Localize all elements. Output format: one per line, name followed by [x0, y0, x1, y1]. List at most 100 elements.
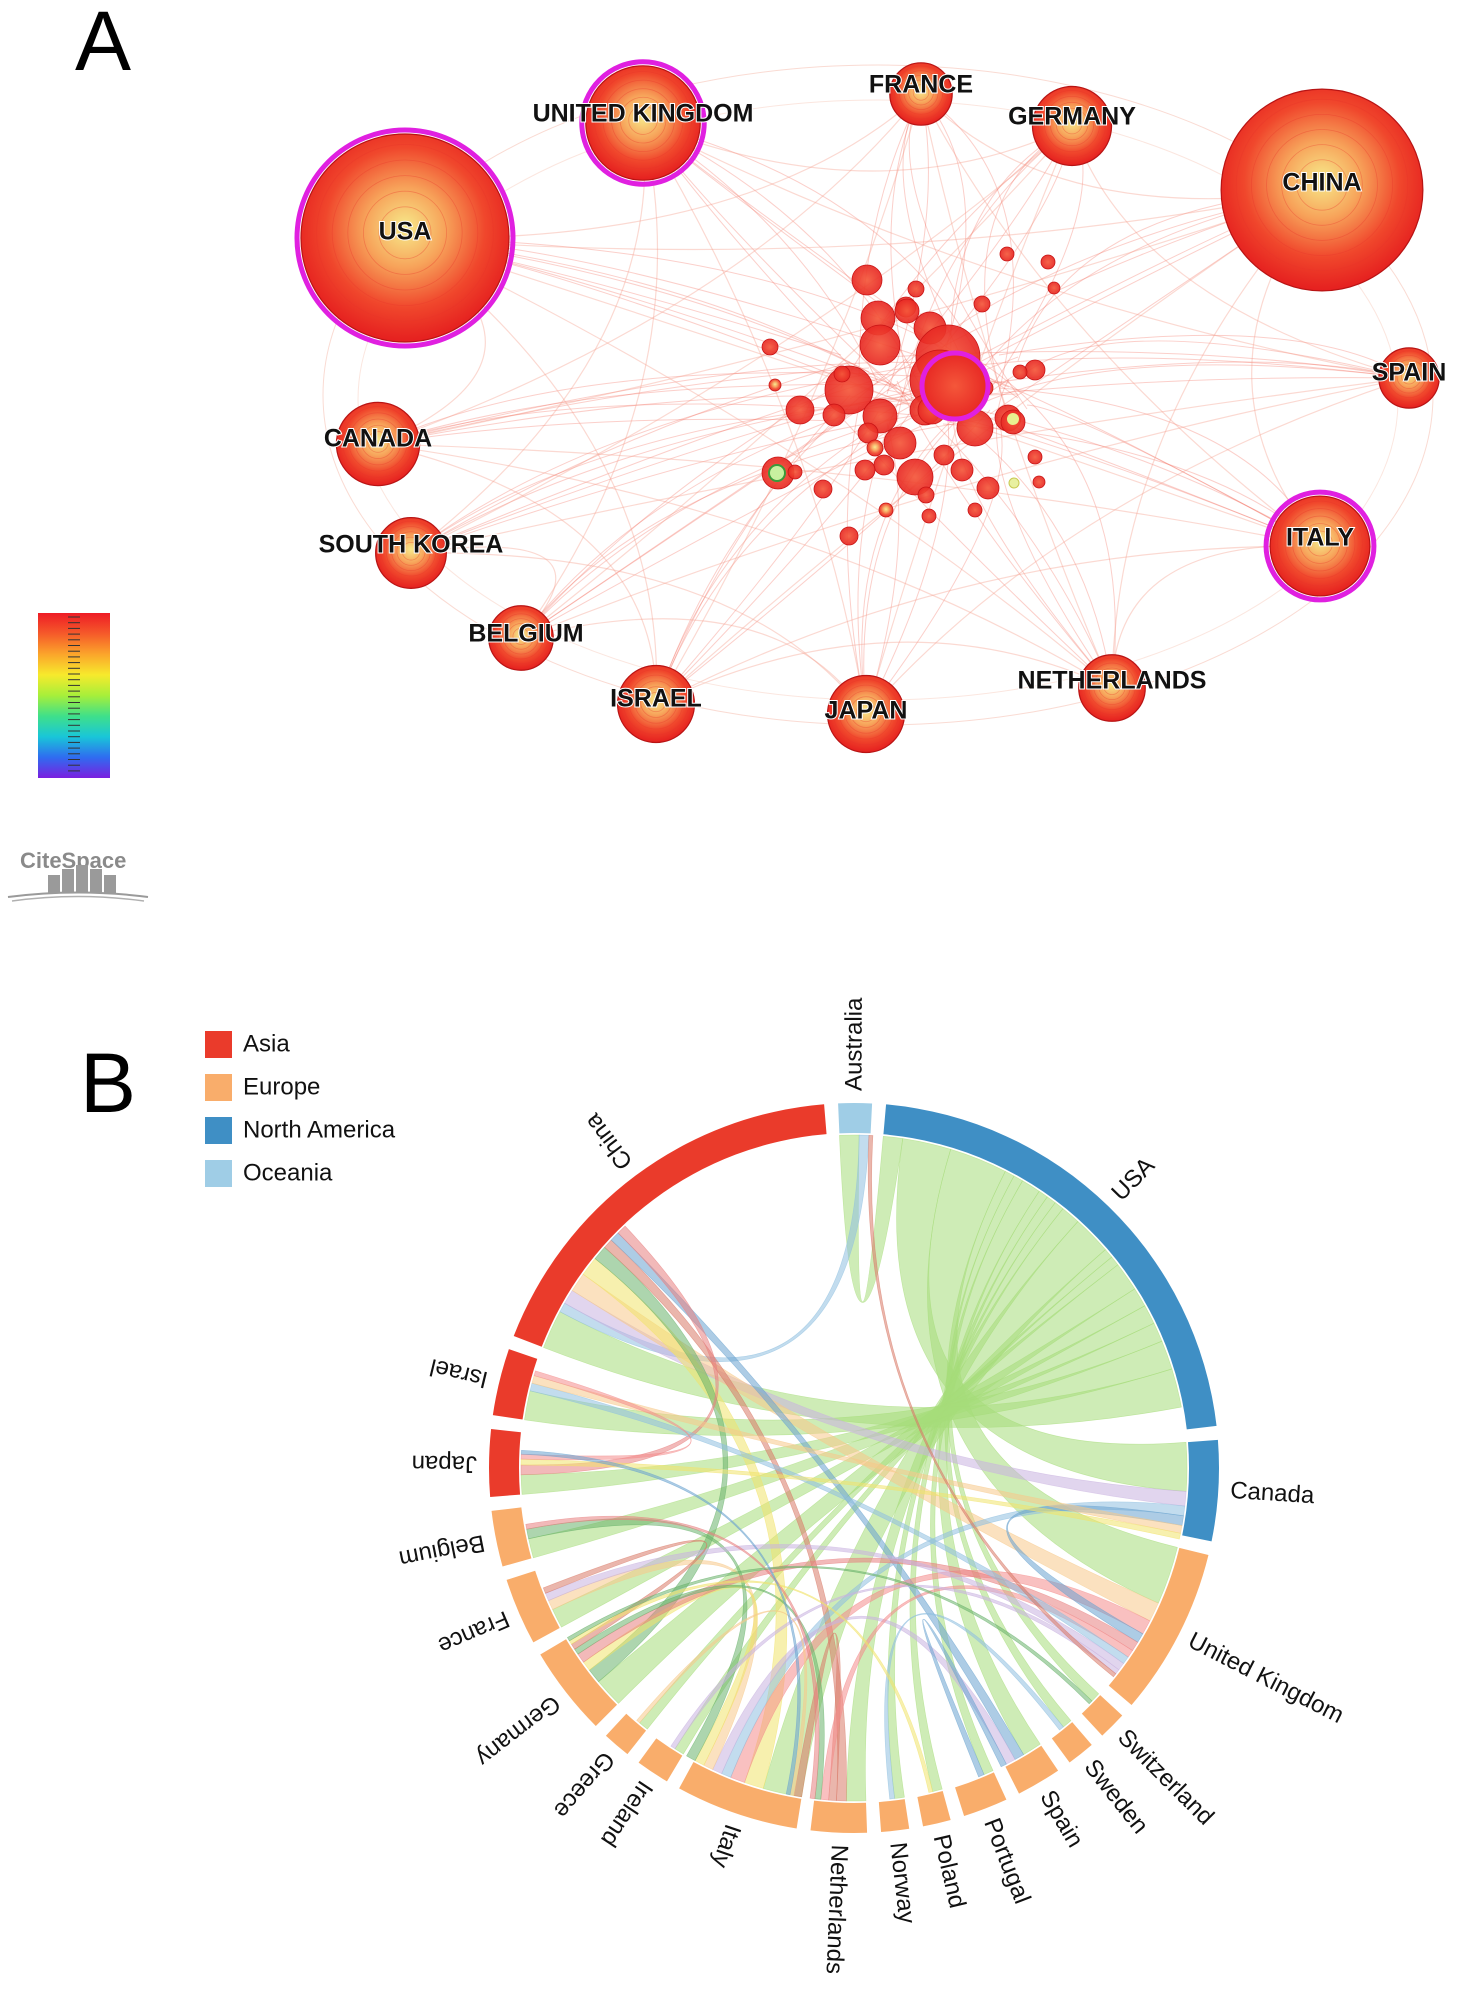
country-node-uk: UNITED KINGDOM [532, 59, 754, 187]
chord-arc-china [513, 1104, 827, 1347]
chord-label: Norway [884, 1841, 920, 1925]
network-link [410, 361, 851, 554]
network-link [865, 377, 1410, 715]
network-link [377, 443, 657, 705]
network-node [933, 444, 955, 466]
country-node-italy: ITALY [1263, 489, 1377, 603]
network-link [865, 420, 1003, 715]
network-link [520, 377, 1410, 639]
network-link [410, 393, 1019, 554]
centrality-ring [1263, 489, 1377, 603]
logo-base [7, 891, 149, 898]
chord-ribbon [670, 1584, 1120, 1750]
country-label: NETHERLANDS [1018, 667, 1207, 695]
country-ring [611, 88, 675, 152]
network-node [973, 295, 991, 313]
country-ring [1055, 107, 1089, 141]
legend-item-oceania: Oceania [205, 1159, 333, 1187]
country-ring [602, 79, 684, 161]
network-link [404, 237, 1321, 547]
network-link [846, 405, 867, 715]
country-ring [1387, 354, 1431, 399]
chord-arc-france [506, 1570, 560, 1643]
country-ring [832, 678, 900, 746]
network-node [768, 378, 782, 392]
country-ring [1235, 98, 1409, 272]
chord-arc-spain [1005, 1745, 1059, 1794]
chord-arc-norway [878, 1799, 910, 1832]
country-circle [335, 401, 421, 487]
country-ring [619, 96, 667, 144]
network-link [655, 411, 879, 705]
country-circle [1269, 495, 1371, 597]
network-node [839, 526, 859, 546]
country-label: BELGIUM [468, 620, 583, 648]
country-ring [1083, 657, 1141, 716]
network-link [377, 418, 842, 445]
chord-arc-usa [883, 1104, 1217, 1430]
country-ring [1038, 90, 1106, 159]
country-circle [585, 65, 701, 181]
network-node [854, 459, 876, 481]
chord-ribbon [566, 1565, 1093, 1705]
network-link [642, 122, 867, 715]
chord-label: USA [1106, 1152, 1160, 1206]
legend-item-north-america: North America [205, 1116, 396, 1144]
network-node [950, 458, 974, 482]
country-ring [1299, 523, 1341, 564]
country-ring [347, 175, 463, 291]
centrality-ring [294, 127, 516, 349]
network-node [857, 422, 879, 444]
country-ring [1103, 677, 1121, 696]
network-link [410, 378, 879, 554]
chord-arc-australia [838, 1103, 873, 1134]
colorbar-ticks [68, 616, 80, 772]
network-node [1012, 364, 1028, 380]
chord-arc-portugal [955, 1772, 1007, 1816]
country-node-france: FRANCE [868, 62, 974, 126]
chord-ribbon [574, 1585, 825, 1800]
country-circle [375, 517, 447, 589]
country-ring [640, 686, 672, 718]
network-link [377, 93, 922, 445]
network-link [410, 552, 867, 715]
country-ring [1281, 144, 1363, 226]
country-circle [1378, 347, 1440, 409]
country-ring [634, 680, 678, 724]
chord-label: Germany [471, 1690, 565, 1772]
network-node [785, 395, 815, 425]
country-ring [1043, 95, 1101, 153]
country-ring [850, 696, 882, 728]
country-label: UNITED KINGDOM [533, 100, 754, 128]
chord-label: United Kingdom [1184, 1627, 1348, 1729]
country-ring [844, 690, 888, 734]
country-ring [502, 618, 540, 655]
network-link [520, 364, 926, 639]
legend-item-asia: Asia [205, 1030, 290, 1058]
legend-swatch [205, 1074, 232, 1101]
chord-ribbon [520, 1449, 801, 1796]
chord-arc-netherlands [810, 1800, 868, 1833]
citespace-logo: CiteSpace [7, 848, 149, 902]
legend-swatch [205, 1117, 232, 1144]
chord-arc-israel [492, 1349, 538, 1420]
country-circle [1220, 88, 1424, 292]
logo-bar [90, 869, 102, 893]
network-link [858, 93, 922, 378]
citespace-logo-bars [7, 865, 149, 902]
country-ring [628, 105, 658, 135]
network-node [907, 280, 925, 298]
country-node-usa: USA [294, 127, 516, 349]
network-link [868, 363, 1113, 689]
network-link [655, 641, 1113, 705]
country-circle [826, 674, 906, 754]
country-label: GERMANY [1008, 103, 1136, 131]
country-ring [1382, 350, 1436, 403]
country-label: CANADA [324, 425, 432, 453]
legend-item-europe: Europe [205, 1073, 320, 1101]
country-ring [342, 406, 414, 478]
chord-ribbon [525, 1515, 820, 1800]
network-node [1027, 449, 1043, 465]
network-link [920, 93, 1014, 393]
country-label: FRANCE [869, 71, 973, 99]
